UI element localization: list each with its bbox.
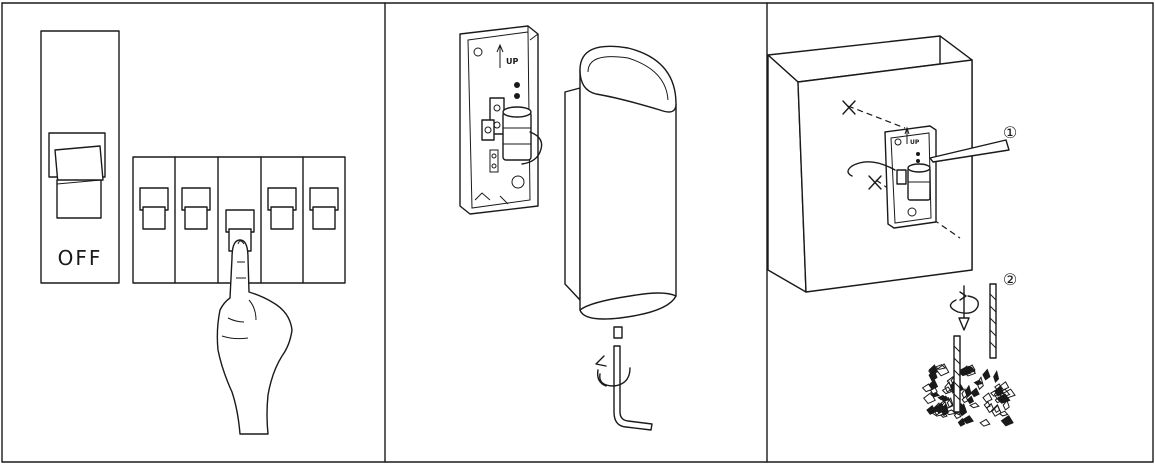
pencil-icon [929, 139, 1010, 163]
rubble-stone [1002, 399, 1010, 411]
breaker-toggle [309, 187, 339, 230]
rubble-stone [928, 379, 939, 391]
rubble-stone [973, 379, 983, 386]
rubble-stone [979, 418, 991, 427]
wall-bracket-up-label: UP [910, 139, 920, 146]
drill-mark-bottom [868, 175, 882, 190]
rubble-stone [983, 401, 991, 409]
rubble-stone [940, 396, 954, 410]
guide-line-top [847, 105, 906, 129]
rubble-stone [946, 397, 954, 409]
rubble-stone [928, 368, 938, 382]
rubble-stone [998, 410, 1009, 417]
rubble-stone [994, 396, 1002, 404]
rubble-stone [986, 402, 995, 414]
breaker-toggle [267, 187, 297, 230]
rubble-stone [999, 381, 1010, 391]
rubble-stone [953, 410, 962, 420]
step-1-label: ① [1003, 123, 1017, 142]
rubble-stone [961, 387, 968, 399]
rubble-stone [934, 364, 947, 370]
rubble-stone [994, 383, 1003, 391]
step-1-marker: ① [1003, 123, 1017, 142]
rubble-stone [926, 405, 937, 415]
breaker-toggle [181, 187, 211, 230]
rubble-stone [944, 381, 953, 393]
rubble-stone [969, 402, 980, 409]
hand-illustration [216, 239, 293, 435]
wall-bracket: UP [847, 125, 937, 229]
rubble-stone [1000, 415, 1014, 427]
rubble-stone [976, 376, 984, 391]
rubble-stone [965, 366, 976, 374]
rubble-stone [982, 392, 993, 403]
rubble-stone [990, 404, 1002, 417]
mounting-bracket: UP [459, 25, 543, 215]
masonry-section [920, 335, 1016, 429]
drill-bit [989, 283, 997, 359]
wall-block [767, 35, 973, 293]
rubble-stone [941, 386, 953, 395]
rubble-stone [937, 394, 947, 401]
main-switch: OFF [40, 30, 120, 284]
panel-3-mounting: UP ① ② [767, 35, 1017, 429]
panel-1-power-off: OFF [40, 30, 346, 435]
rubble-stone [932, 402, 944, 416]
rubble-stone [957, 417, 966, 427]
drill-mark-top [842, 100, 856, 115]
bracket-up-label: UP [506, 57, 518, 66]
breaker-toggle [139, 187, 169, 230]
rotation-arrow-icon [949, 285, 979, 331]
lamp-body [564, 45, 677, 320]
breaker-row [132, 156, 346, 284]
rubble-stone [982, 368, 991, 381]
rubble-stone [940, 403, 949, 417]
rubble-stone [970, 387, 980, 398]
rubble-stone [966, 395, 975, 405]
rubble-stone [962, 415, 974, 424]
rubble-stone [996, 388, 1011, 398]
rubble-stone [944, 409, 957, 416]
rubble-stone [923, 392, 936, 405]
switch-label: OFF [58, 246, 103, 270]
panel-2-components: UP [459, 25, 677, 431]
rubble-stone [935, 363, 950, 377]
hex-key [595, 326, 653, 431]
rubble-stone [993, 369, 1000, 384]
step-2-marker: ② [1003, 270, 1017, 289]
step-2-label: ② [1003, 270, 1017, 289]
